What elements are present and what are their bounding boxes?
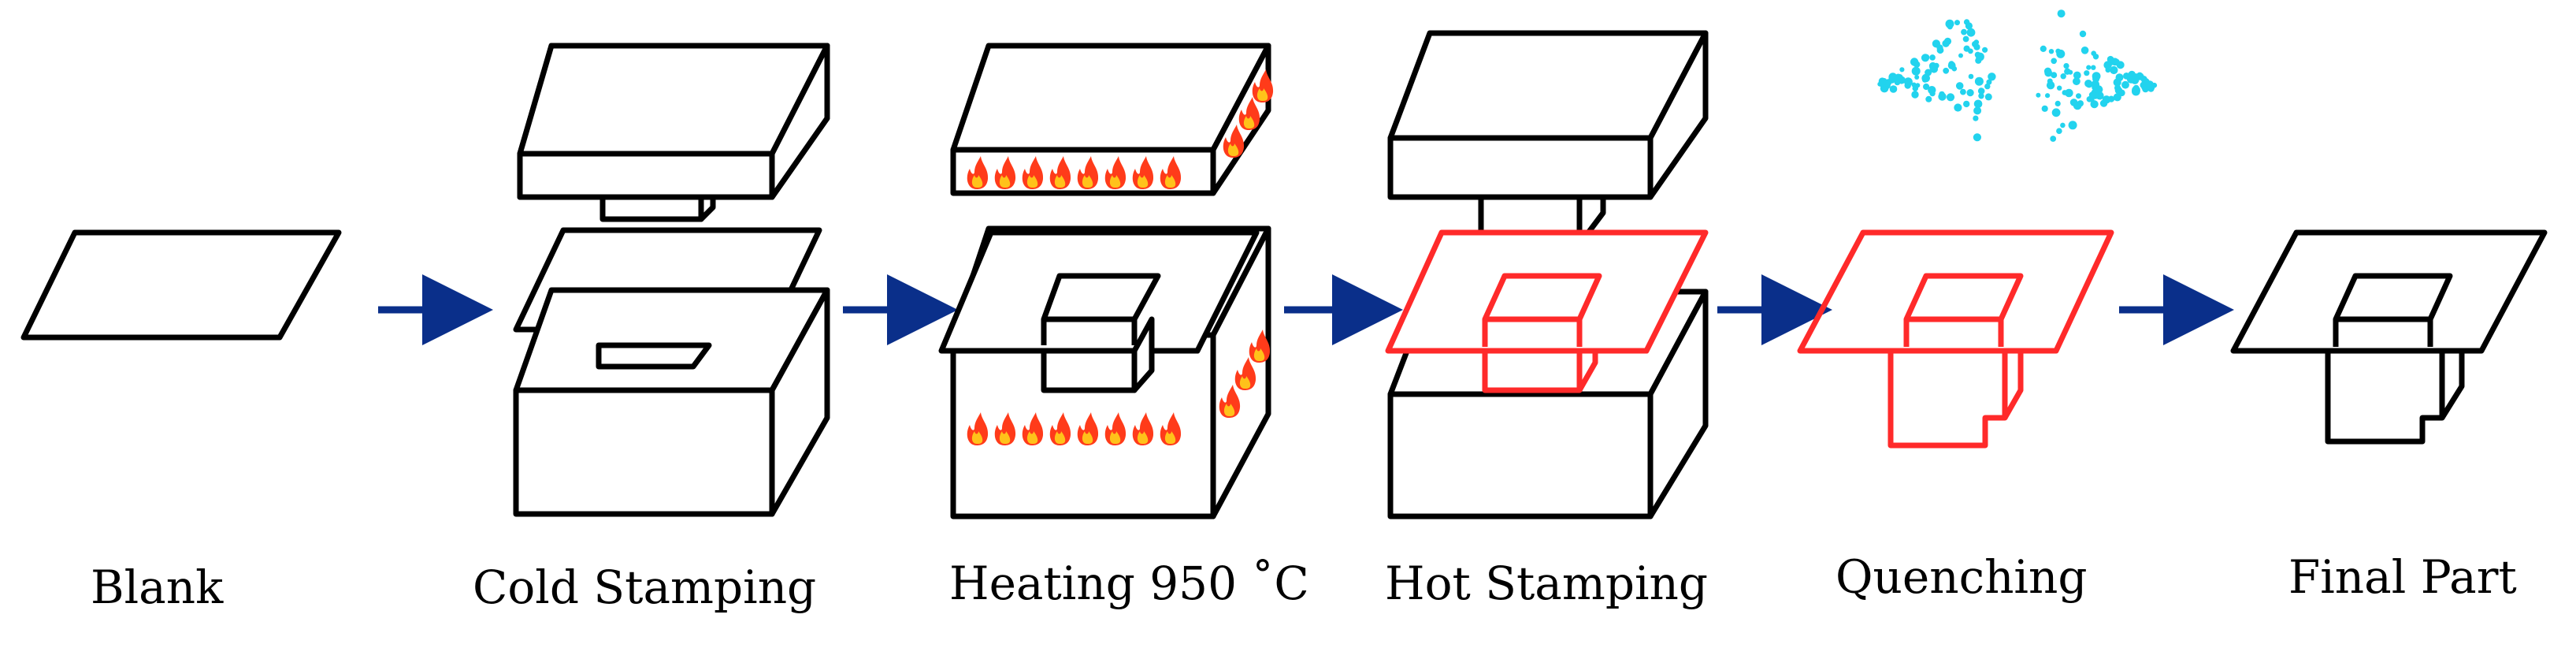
- step-final-part: [2230, 229, 2548, 445]
- step-quenching: [1797, 229, 2114, 449]
- upper-die: [517, 43, 830, 222]
- step-hot-stamping: [1387, 30, 1709, 520]
- label-heating: Heating 950 ˚C: [949, 557, 1309, 610]
- label-final-part: Final Part: [2288, 550, 2517, 604]
- water-spray-icon: [1877, 19, 1996, 142]
- final-part: [2230, 229, 2548, 354]
- upper-die: [1387, 30, 1709, 248]
- formed-part: [938, 229, 1260, 393]
- label-cold-stamping: Cold Stamping: [473, 560, 816, 614]
- hot-part: [1385, 229, 1709, 393]
- step-heating: [938, 43, 1271, 520]
- label-quenching: Quenching: [1835, 550, 2087, 604]
- label-blank: Blank: [91, 560, 224, 614]
- quenched-part: [1797, 229, 2114, 354]
- blank-sheet: [20, 229, 342, 341]
- lower-die: [513, 287, 830, 517]
- label-hot-stamping: Hot Stamping: [1385, 557, 1708, 610]
- step-cold-stamping: [513, 43, 830, 517]
- step-blank: [20, 229, 342, 341]
- water-spray-icon: [2036, 9, 2158, 142]
- upper-die: [950, 43, 1271, 196]
